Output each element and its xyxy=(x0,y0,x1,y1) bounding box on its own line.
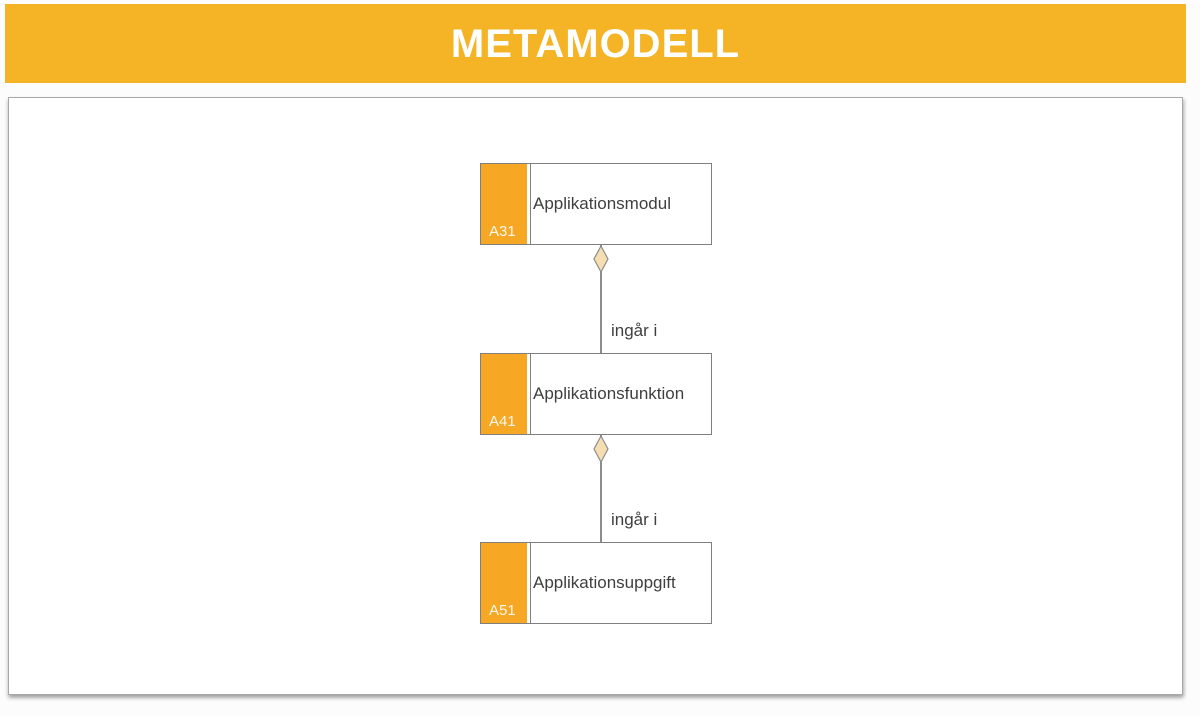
entity-label: Applikationsfunktion xyxy=(533,384,685,403)
relation-line xyxy=(600,434,602,543)
aggregation-diamond-icon xyxy=(593,435,609,463)
entity-tab: A51 xyxy=(481,543,527,623)
entity-tab: A41 xyxy=(481,354,527,434)
entity-code: A41 xyxy=(489,413,516,430)
entity-code: A31 xyxy=(489,223,516,240)
divider xyxy=(529,543,531,623)
entity-code: A51 xyxy=(489,602,516,619)
divider xyxy=(529,164,531,244)
entity-box-applikationsuppgift: A51 Applikationsuppgift xyxy=(480,542,712,624)
entity-box-applikationsfunktion: A41 Applikationsfunktion xyxy=(480,353,712,435)
relation-label: ingår i xyxy=(611,321,658,340)
relation-line xyxy=(600,244,602,354)
relation-label: ingår i xyxy=(611,510,658,529)
aggregation-diamond-icon xyxy=(593,245,609,273)
entity-tab: A31 xyxy=(481,164,527,244)
entity-label: Applikationsmodul xyxy=(533,194,671,213)
entity-box-applikationsmodul: A31 Applikationsmodul xyxy=(480,163,712,245)
entity-label: Applikationsuppgift xyxy=(533,573,676,592)
page-title: METAMODELL xyxy=(450,21,741,66)
divider xyxy=(529,354,531,434)
page-header: METAMODELL xyxy=(5,4,1186,83)
